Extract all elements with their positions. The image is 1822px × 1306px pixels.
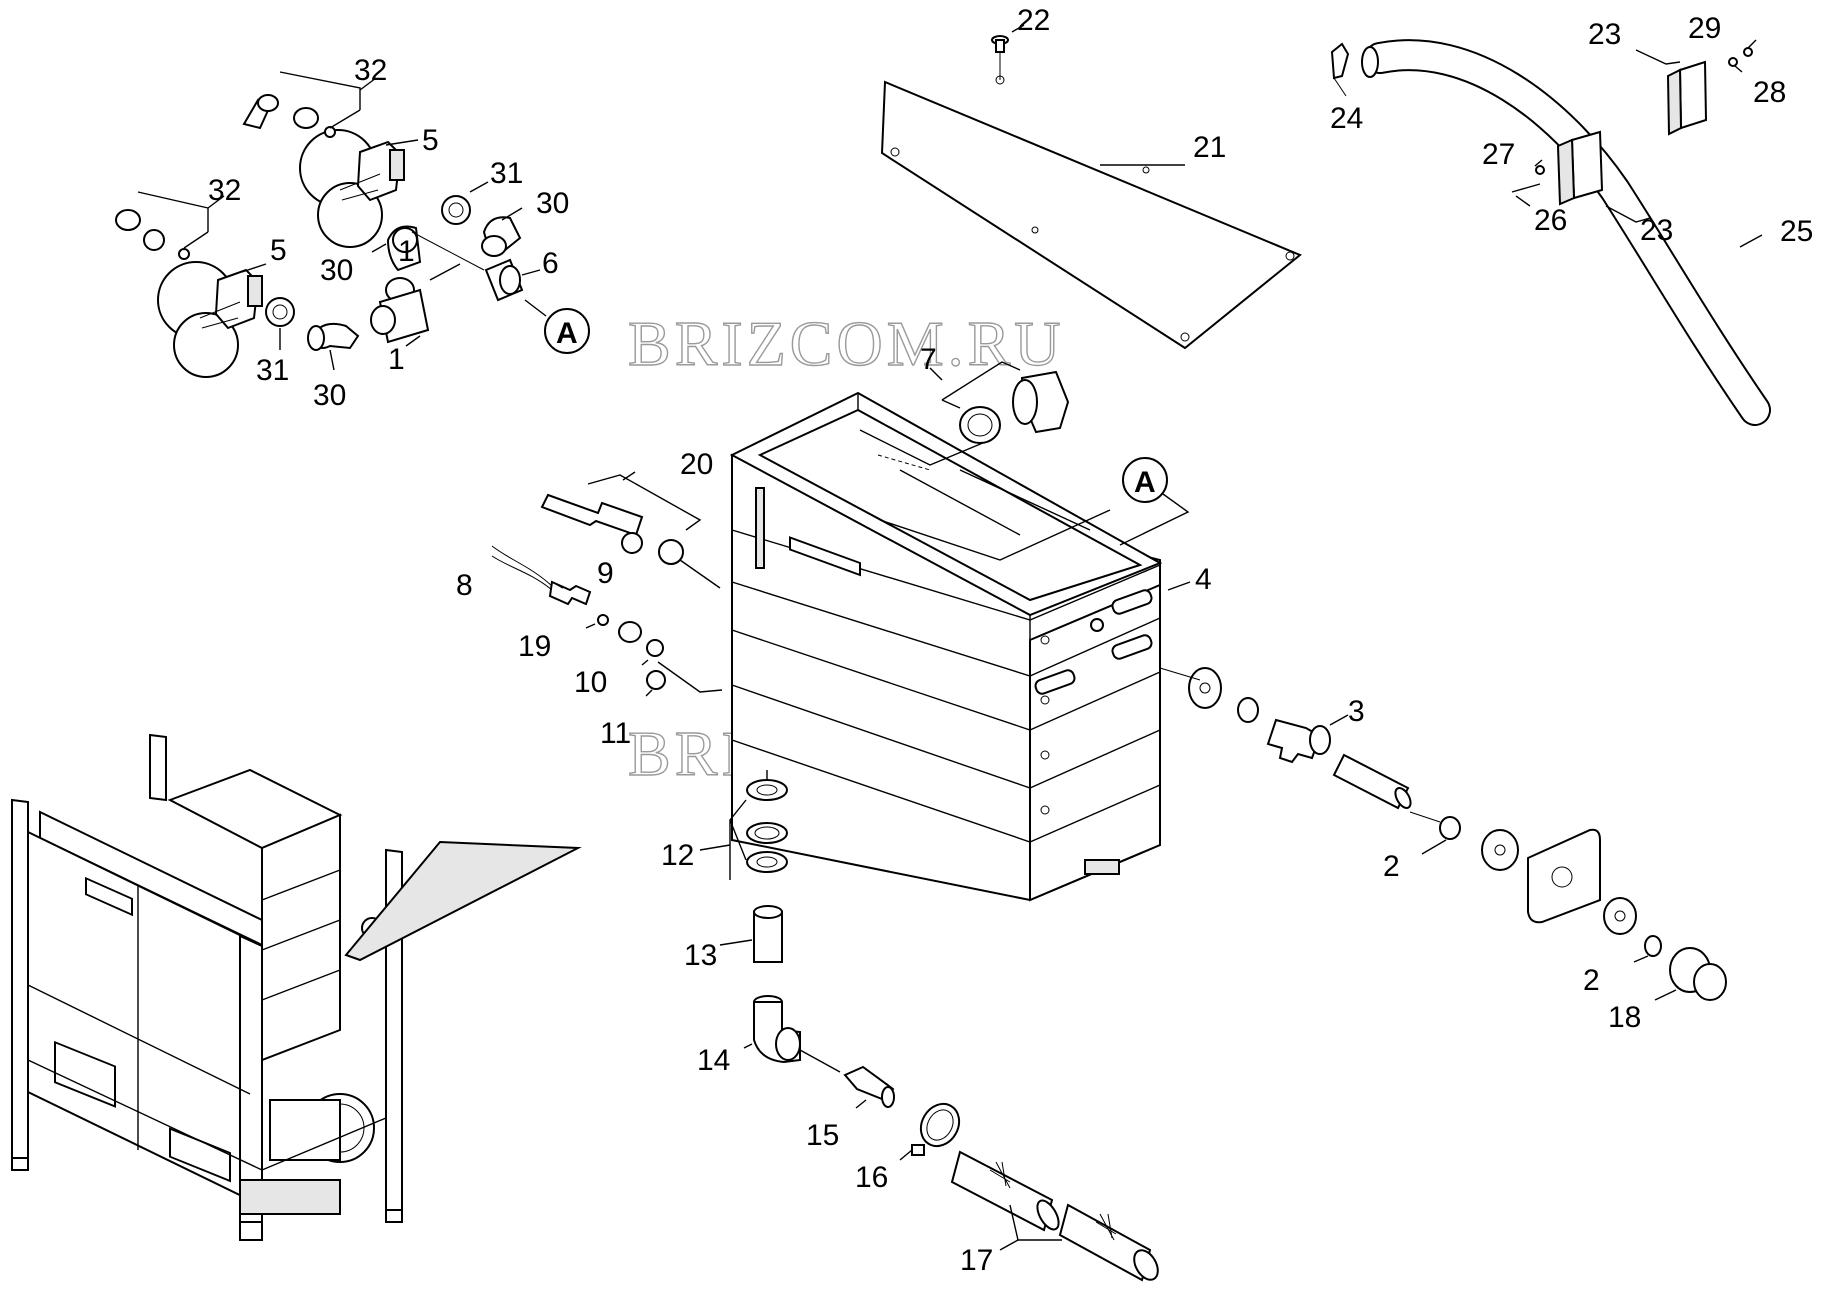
washer	[1535, 165, 1545, 175]
hose-clamp-lower	[1556, 130, 1604, 206]
hose-clamp-upper	[1666, 60, 1708, 136]
flange-seal-set	[746, 779, 788, 873]
hose-nipple	[843, 1065, 895, 1108]
threaded-pipe	[1332, 753, 1412, 810]
part-label: 26	[1534, 204, 1567, 237]
bolt	[1511, 183, 1541, 193]
part-label: 17	[960, 1244, 993, 1277]
nut	[1237, 697, 1259, 723]
cover-plate	[880, 75, 1302, 350]
reference-circle-a-valves: A	[544, 308, 590, 354]
part-label: 6	[542, 247, 559, 280]
tee-fitting	[1266, 718, 1331, 764]
part-label: 28	[1753, 76, 1786, 109]
part-label: 16	[855, 1161, 888, 1194]
part-label: 4	[1195, 563, 1212, 596]
machine-overview	[11, 733, 582, 1241]
svg-text:A: A	[1134, 466, 1156, 499]
svg-text:A: A	[556, 317, 578, 350]
part-label: 12	[661, 839, 694, 872]
part-label: 29	[1688, 12, 1721, 45]
part-label: 32	[208, 174, 241, 207]
part-label: 30	[313, 379, 346, 412]
hose-barb-upper	[242, 94, 336, 138]
part-label: 13	[684, 939, 717, 972]
part-label: 23	[1588, 18, 1621, 51]
braided-hose	[950, 1150, 1159, 1282]
elbow-upper-left	[386, 225, 422, 272]
part-label: 19	[518, 630, 551, 663]
gasket	[1481, 829, 1519, 871]
gasket	[1603, 897, 1637, 935]
valve-assembly-lower	[157, 261, 263, 378]
bush-lower	[265, 297, 295, 327]
part-label: 20	[680, 448, 713, 481]
part-label: 5	[270, 234, 287, 267]
elbow-upper-right	[481, 216, 522, 257]
part-label: 25	[1780, 215, 1813, 248]
part-label: 27	[1482, 138, 1515, 171]
part-label: 15	[806, 1119, 839, 1152]
elbow-lower	[307, 322, 360, 351]
watermark-top: BRIZCOM.RU	[628, 308, 1065, 379]
bush-upper	[441, 195, 471, 225]
mounting-flange	[1527, 828, 1601, 924]
hose-connector	[1330, 42, 1350, 97]
gasket	[1188, 667, 1222, 709]
lock-nut	[1644, 935, 1662, 957]
part-label: 24	[1330, 102, 1363, 135]
part-label: 21	[1193, 131, 1226, 164]
part-label: 7	[920, 343, 937, 376]
part-label: 5	[422, 124, 439, 157]
part-label: 14	[697, 1044, 730, 1077]
screw	[991, 35, 1009, 80]
part-label: 10	[574, 666, 607, 699]
threaded-plug	[1669, 947, 1727, 1001]
part-label: 32	[354, 54, 387, 87]
part-label: 31	[490, 157, 523, 190]
part-label: 3	[1348, 695, 1365, 728]
part-label: 18	[1608, 1001, 1641, 1034]
temperature-sensor	[491, 545, 592, 606]
part-label: 30	[536, 187, 569, 220]
part-label: 1	[388, 343, 405, 376]
elbow-outlet	[753, 995, 801, 1064]
part-label: 8	[456, 569, 473, 602]
water-tank	[729, 391, 1163, 902]
part-label: 23	[1640, 214, 1673, 247]
hose-barb-lower	[115, 209, 190, 260]
part-label: 11	[600, 717, 631, 750]
part-label: 22	[1017, 4, 1050, 37]
part-label: 31	[256, 354, 289, 387]
threaded-fitting	[618, 621, 664, 657]
nut	[1743, 47, 1753, 57]
part-label: 2	[1383, 850, 1400, 883]
lock-nut	[1439, 816, 1461, 840]
connector-pipe	[484, 258, 524, 302]
lock-nut	[646, 670, 666, 690]
part-label: 9	[597, 557, 614, 590]
pipe-piece	[753, 905, 783, 963]
hose	[1361, 39, 1771, 426]
reference-circle-a-tank: A	[1122, 457, 1168, 503]
sensor-electrode	[540, 493, 684, 565]
elbow-fitting	[959, 370, 1070, 444]
seal-ring	[597, 614, 609, 626]
hose-clip	[911, 1102, 961, 1156]
part-label: 2	[1583, 964, 1600, 997]
washer	[1728, 57, 1738, 67]
valve-assembly-upper	[299, 129, 405, 248]
tee-piece	[370, 277, 430, 344]
part-label: 1	[398, 235, 415, 268]
part-label: 30	[320, 254, 353, 287]
